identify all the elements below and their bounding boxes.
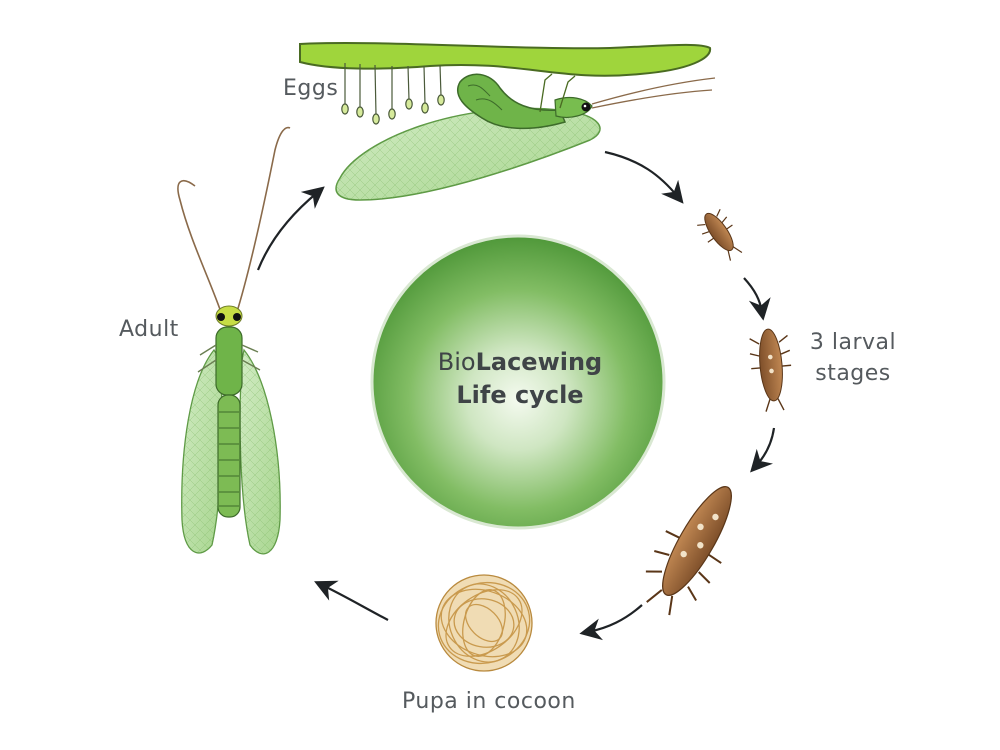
arrow-larva1-to-larva2 <box>743 277 771 321</box>
larval-stages-label: 3 larval stages <box>798 327 908 389</box>
egg-stalks <box>341 63 445 125</box>
center-sphere <box>370 234 666 530</box>
center-title-line1: BioLacewing <box>380 346 660 379</box>
pupa-cocoon <box>435 574 533 672</box>
adult-label: Adult <box>119 317 179 342</box>
lacewing-laying-eggs <box>335 73 716 201</box>
larval-label-line1: 3 larval <box>809 330 897 355</box>
title-bold: Lacewing <box>475 348 603 376</box>
arrow-eggs-to-larva <box>604 150 684 204</box>
larval-label-line2: stages <box>815 361 891 386</box>
leaf-stem <box>299 42 712 77</box>
arrow-larva2-to-larva3 <box>750 427 776 473</box>
eggs-label: Eggs <box>283 76 339 101</box>
center-title: BioLacewing Life cycle <box>380 346 660 412</box>
arrow-pupa-to-adult <box>314 580 389 621</box>
larva-stage-2 <box>749 328 792 412</box>
larva-stage-1 <box>697 208 743 261</box>
cycle-arrows <box>256 150 776 641</box>
arrow-adult-to-eggs <box>256 186 325 271</box>
pupa-label: Pupa in cocoon <box>402 689 576 714</box>
adult-lacewing <box>177 126 291 555</box>
larva-stage-3 <box>645 486 732 616</box>
title-prefix: Bio <box>437 348 476 376</box>
center-subtitle: Life cycle <box>456 381 584 409</box>
arrow-larva-to-pupa <box>579 604 643 641</box>
